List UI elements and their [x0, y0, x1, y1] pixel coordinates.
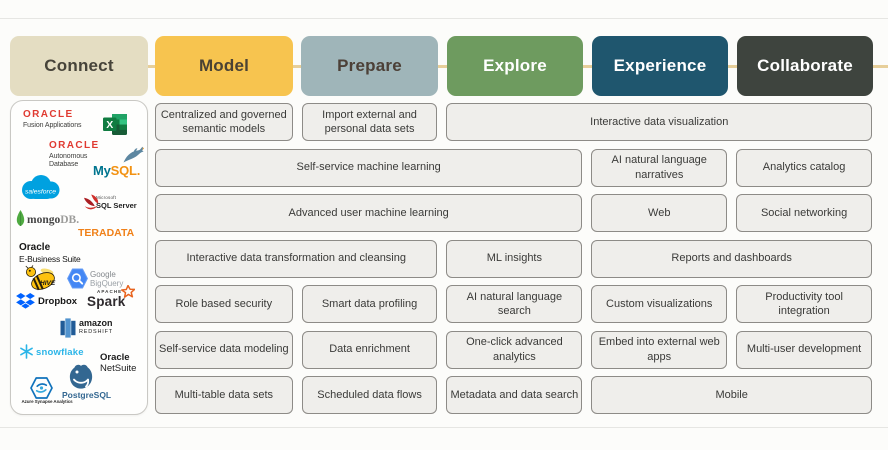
feature-data-enrichment: Data enrichment: [301, 330, 438, 369]
logo-salesforce: salesforce: [20, 174, 61, 206]
stage-experience: Experience: [592, 36, 728, 96]
dropbox-wordmark: Dropbox: [38, 296, 78, 307]
salesforce-cloud-icon: salesforce: [22, 175, 60, 199]
postgresql-wordmark: PostgreSQL: [62, 390, 112, 400]
oracle-wordmark: ORACLE: [49, 140, 100, 151]
feature-metadata-and-data-search: Metadata and data search: [446, 376, 583, 414]
logo-microsoft-sql-server: Microsoft SQL Server: [83, 193, 137, 210]
svg-text:X: X: [106, 119, 113, 131]
feature-web: Web: [591, 194, 728, 232]
logo-apache-hive: HIVE: [24, 265, 61, 297]
oracle-wordmark: Oracle: [100, 352, 130, 363]
sql-server-wordmark: Microsoft SQL Server: [96, 195, 137, 210]
logo-mysql: MySQL.: [93, 145, 144, 178]
logo-azure-synapse-analytics: Azure Synapse Analytics: [18, 375, 76, 405]
stage-collaborate: Collaborate: [737, 36, 873, 96]
stage-connect: Connect: [10, 36, 148, 96]
logo-microsoft-excel: X: [103, 114, 128, 140]
feature-interactive-data-visualization: Interactive data visualization: [446, 103, 872, 141]
azure-synapse-label: Azure Synapse Analytics: [21, 399, 73, 404]
feature-scheduled-data-flows: Scheduled data flows: [301, 376, 438, 414]
dropbox-icon: [16, 293, 35, 309]
excel-icon: X: [103, 114, 127, 135]
teradata-wordmark: TERADATA: [78, 227, 135, 239]
logo-oracle-autonomous-database: ORACLE Autonomous Database: [49, 141, 100, 170]
redshift-wordmark: amazon REDSHIFT: [79, 318, 113, 335]
stage-prepare: Prepare: [301, 36, 438, 96]
mysql-dolphin-icon: [123, 146, 144, 163]
data-sources-panel: ORACLE Fusion Applications X ORACLE Auto…: [10, 100, 148, 415]
bigquery-wordmark: Google BigQuery: [90, 270, 124, 289]
feature-productivity-tool-integration: Productivity tool integration: [736, 285, 872, 323]
apache-label: APACHE: [97, 289, 123, 294]
logo-label: E-Business Suite: [19, 253, 81, 264]
feature-embed-into-external-web-apps: Embed into external web apps: [591, 330, 728, 369]
spark-wordmark: Spark: [87, 294, 126, 309]
mysql-wordmark: MySQL.: [93, 163, 141, 178]
logo-mongodb: mongoDB.: [16, 210, 79, 227]
feature-interactive-data-transformation-and-cleansing: Interactive data transformation and clea…: [155, 239, 438, 278]
feature-ai-natural-language-narratives: AI natural language narratives: [591, 148, 728, 187]
feature-mobile: Mobile: [591, 376, 872, 414]
hive-bee-icon: [25, 265, 55, 291]
mongodb-leaf-icon: [16, 210, 25, 226]
feature-ai-natural-language-search: AI natural language search: [446, 285, 583, 323]
snowflake-icon: [20, 344, 33, 359]
logo-google-bigquery: Google BigQuery: [67, 267, 124, 289]
logo-postgresql: PostgreSQL: [62, 363, 111, 400]
feature-social-networking: Social networking: [736, 194, 872, 232]
feature-smart-data-profiling: Smart data profiling: [301, 285, 438, 323]
top-divider: [0, 18, 888, 19]
mongodb-wordmark: mongoDB.: [27, 214, 80, 226]
logo-dropbox: Dropbox: [16, 293, 78, 309]
logo-amazon-redshift: amazon REDSHIFT: [60, 318, 113, 338]
feature-self-service-machine-learning: Self-service machine learning: [155, 148, 583, 187]
feature-self-service-data-modeling: Self-service data modeling: [155, 330, 293, 369]
logo-oracle-ebusiness-suite: Oracle E-Business Suite: [19, 242, 81, 264]
stage-model: Model: [155, 36, 293, 96]
logo-label: Fusion Applications: [23, 122, 82, 129]
sql-server-icon: [84, 194, 99, 210]
logo-label: Database: [49, 161, 79, 169]
feature-ml-insights: ML insights: [446, 239, 583, 278]
feature-multi-user-development: Multi-user development: [736, 330, 872, 369]
feature-reports-and-dashboards: Reports and dashboards: [591, 239, 872, 278]
feature-advanced-user-machine-learning: Advanced user machine learning: [155, 194, 583, 232]
feature-one-click-advanced-analytics: One-click advanced analytics: [446, 330, 583, 369]
logo-label: NetSuite: [100, 363, 137, 375]
azure-synapse-icon: [30, 377, 53, 399]
logo-snowflake: snowflake: [19, 344, 84, 359]
svg-text:salesforce: salesforce: [25, 189, 56, 196]
bigquery-icon: [67, 268, 88, 289]
postgresql-elephant-icon: [69, 364, 93, 389]
feature-centralized-and-governed-semantic-models: Centralized and governed semantic models: [155, 103, 293, 141]
oracle-wordmark: Oracle: [19, 242, 51, 253]
stage-explore: Explore: [447, 36, 583, 96]
feature-custom-visualizations: Custom visualizations: [591, 285, 728, 323]
feature-grid: Centralized and governed semantic models…: [155, 103, 872, 414]
feature-analytics-catalog: Analytics catalog: [736, 148, 872, 187]
hive-wordmark: HIVE: [40, 279, 56, 287]
logo-oracle-netsuite: Oracle NetSuite: [100, 352, 136, 374]
logo-oracle-fusion-applications: ORACLE Fusion Applications: [23, 109, 82, 130]
spark-star-icon: [121, 285, 135, 298]
feature-multi-table-data-sets: Multi-table data sets: [155, 376, 293, 414]
feature-role-based-security: Role based security: [155, 285, 293, 323]
bottom-divider: [0, 427, 888, 428]
logo-apache-spark: APACHE Spark: [87, 284, 135, 309]
snowflake-wordmark: snowflake: [36, 347, 84, 358]
logo-teradata: TERADATA: [78, 228, 134, 239]
redshift-icon: [60, 318, 76, 338]
feature-import-external-and-personal-data-sets: Import external and personal data sets: [301, 103, 438, 141]
oracle-wordmark: ORACLE: [23, 109, 74, 120]
logo-label: Autonomous: [49, 153, 88, 160]
